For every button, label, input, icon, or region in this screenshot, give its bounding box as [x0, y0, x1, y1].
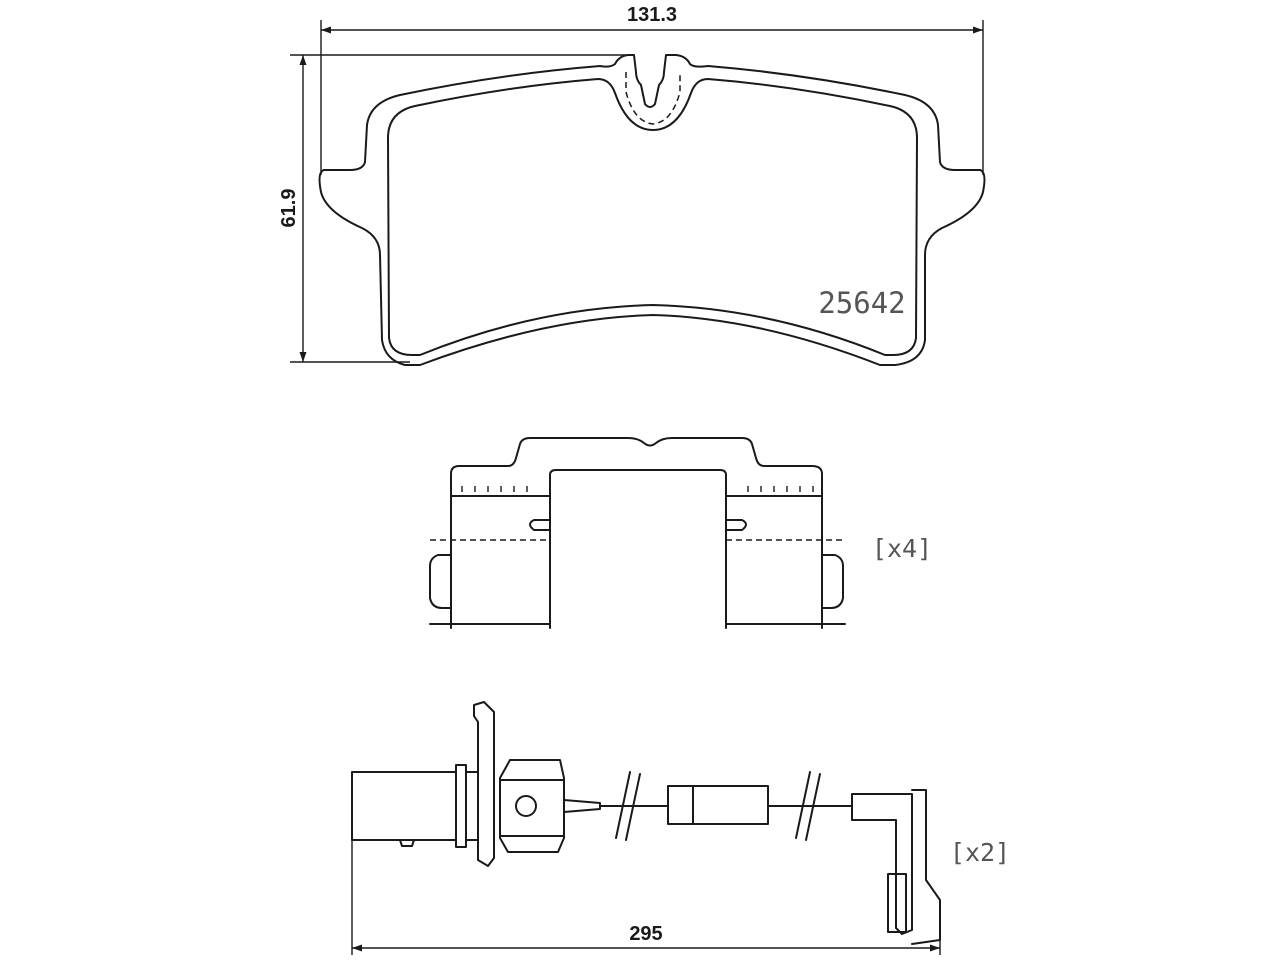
sensor-probe-clip	[911, 789, 941, 945]
wear-sensor-drawing: [x2] 295	[351, 701, 1010, 955]
clip-outline	[450, 437, 823, 491]
cable-length-label: 295	[629, 923, 662, 945]
clip-right-tab	[821, 554, 844, 609]
backing-plate-outline	[318, 54, 986, 366]
sensor-quantity-label: [x2]	[950, 838, 1010, 867]
sensor-cable-taper	[563, 799, 601, 813]
width-dimension-label: 131.3	[627, 4, 677, 26]
part-number-label: 25642	[818, 286, 905, 320]
sensor-connector-latch	[399, 839, 415, 847]
sensor-cable-break-2	[795, 771, 821, 841]
retaining-clip-drawing: [x4]	[429, 437, 932, 629]
sensor-connector-collar	[455, 764, 467, 848]
sensor-grommet-hole	[515, 795, 537, 817]
sensor-cable-break-1	[615, 771, 641, 841]
clip-quantity-label: [x4]	[872, 534, 932, 563]
sensor-mounting-bracket	[473, 701, 495, 867]
sensor-probe-tip	[887, 873, 907, 933]
clip-right-notch	[725, 519, 747, 531]
sensor-slot-dashed	[625, 72, 681, 125]
clip-hatch-ticks	[461, 486, 814, 492]
sensor-cable-sleeve	[667, 785, 769, 825]
brake-pad-drawing: 131.3 61.9 25642	[278, 4, 986, 366]
sensor-grommet-detail	[499, 779, 565, 837]
clip-left-tab	[429, 554, 452, 609]
clip-left-notch	[529, 519, 551, 531]
sensor-connector-body	[351, 771, 457, 841]
friction-material-outline	[387, 78, 918, 356]
sensor-probe-body	[851, 793, 913, 935]
height-dimension-label: 61.9	[278, 189, 300, 228]
clip-center-bridge	[549, 469, 727, 629]
